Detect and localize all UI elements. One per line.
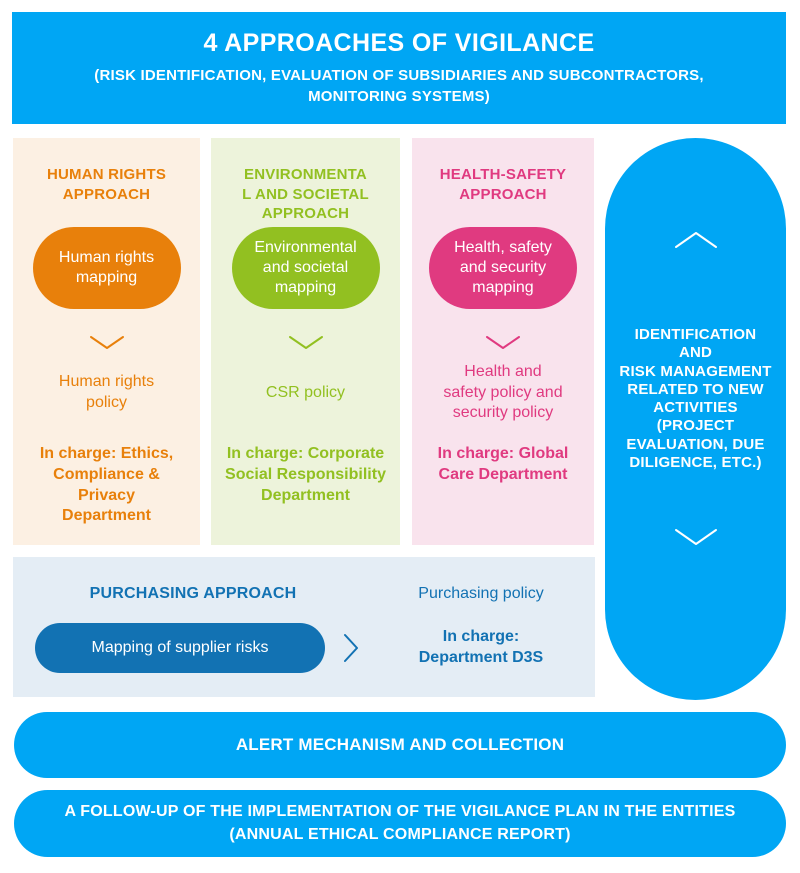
- follow-up-label: A FOLLOW-UP OF THE IMPLEMENTATION OF THE…: [64, 803, 736, 843]
- policy-label: CSR policy: [265, 383, 346, 401]
- chevron-right-icon: [343, 633, 359, 663]
- mapping-pill: Environmental and societal mapping: [231, 227, 380, 309]
- page-subtitle: (RISK IDENTIFICATION, EVALUATION OF SUBS…: [94, 67, 704, 105]
- mapping-pill: Human rights mapping: [32, 227, 181, 309]
- purchasing-heading: PURCHASING APPROACH: [89, 585, 297, 602]
- header-banner: 4 APPROACHES OF VIGILANCE (RISK IDENTIFI…: [12, 12, 786, 124]
- column-health-safety: HEALTH-SAFETY APPROACH Health, safety an…: [412, 138, 594, 545]
- purchasing-in-charge-label: In charge: Department D3S: [418, 628, 544, 666]
- policy-label: Human rights policy: [58, 373, 155, 411]
- column-heading: ENVIRONMENTA L AND SOCIETAL APPROACH: [242, 166, 369, 222]
- column-heading: HEALTH-SAFETY APPROACH: [439, 166, 567, 203]
- supplier-risks-pill: Mapping of supplier risks: [35, 623, 325, 673]
- mapping-pill: Health, safety and security mapping: [429, 227, 577, 309]
- chevron-down-icon: [288, 335, 324, 350]
- chevron-up-icon: [674, 231, 718, 249]
- side-pill-identification-risk: IDENTIFICATION AND RISK MANAGEMENT RELAT…: [605, 138, 786, 700]
- column-environmental-societal: ENVIRONMENTA L AND SOCIETAL APPROACH Env…: [211, 138, 400, 545]
- policy-label: Health and safety policy and security po…: [443, 362, 563, 422]
- side-pill-text: IDENTIFICATION AND RISK MANAGEMENT RELAT…: [619, 326, 772, 472]
- chevron-down-icon: [674, 528, 718, 546]
- column-human-rights: HUMAN RIGHTS APPROACH Human rights mappi…: [13, 138, 200, 545]
- page-title: 4 APPROACHES OF VIGILANCE: [203, 29, 595, 57]
- column-heading: HUMAN RIGHTS APPROACH: [46, 166, 167, 203]
- chevron-down-icon: [89, 335, 125, 350]
- purchasing-section: PURCHASING APPROACH Purchasing policy Ma…: [13, 557, 595, 697]
- in-charge-label: In charge: Corporate Social Responsibili…: [225, 445, 386, 504]
- chevron-down-icon: [485, 335, 521, 350]
- purchasing-policy-label: Purchasing policy: [418, 585, 544, 602]
- alert-mechanism-label: ALERT MECHANISM AND COLLECTION: [235, 735, 565, 754]
- in-charge-label: In charge: Ethics, Compliance & Privacy …: [39, 445, 174, 525]
- follow-up-bar: A FOLLOW-UP OF THE IMPLEMENTATION OF THE…: [14, 790, 786, 857]
- alert-mechanism-bar: ALERT MECHANISM AND COLLECTION: [14, 712, 786, 778]
- in-charge-label: In charge: Global Care Department: [437, 445, 569, 483]
